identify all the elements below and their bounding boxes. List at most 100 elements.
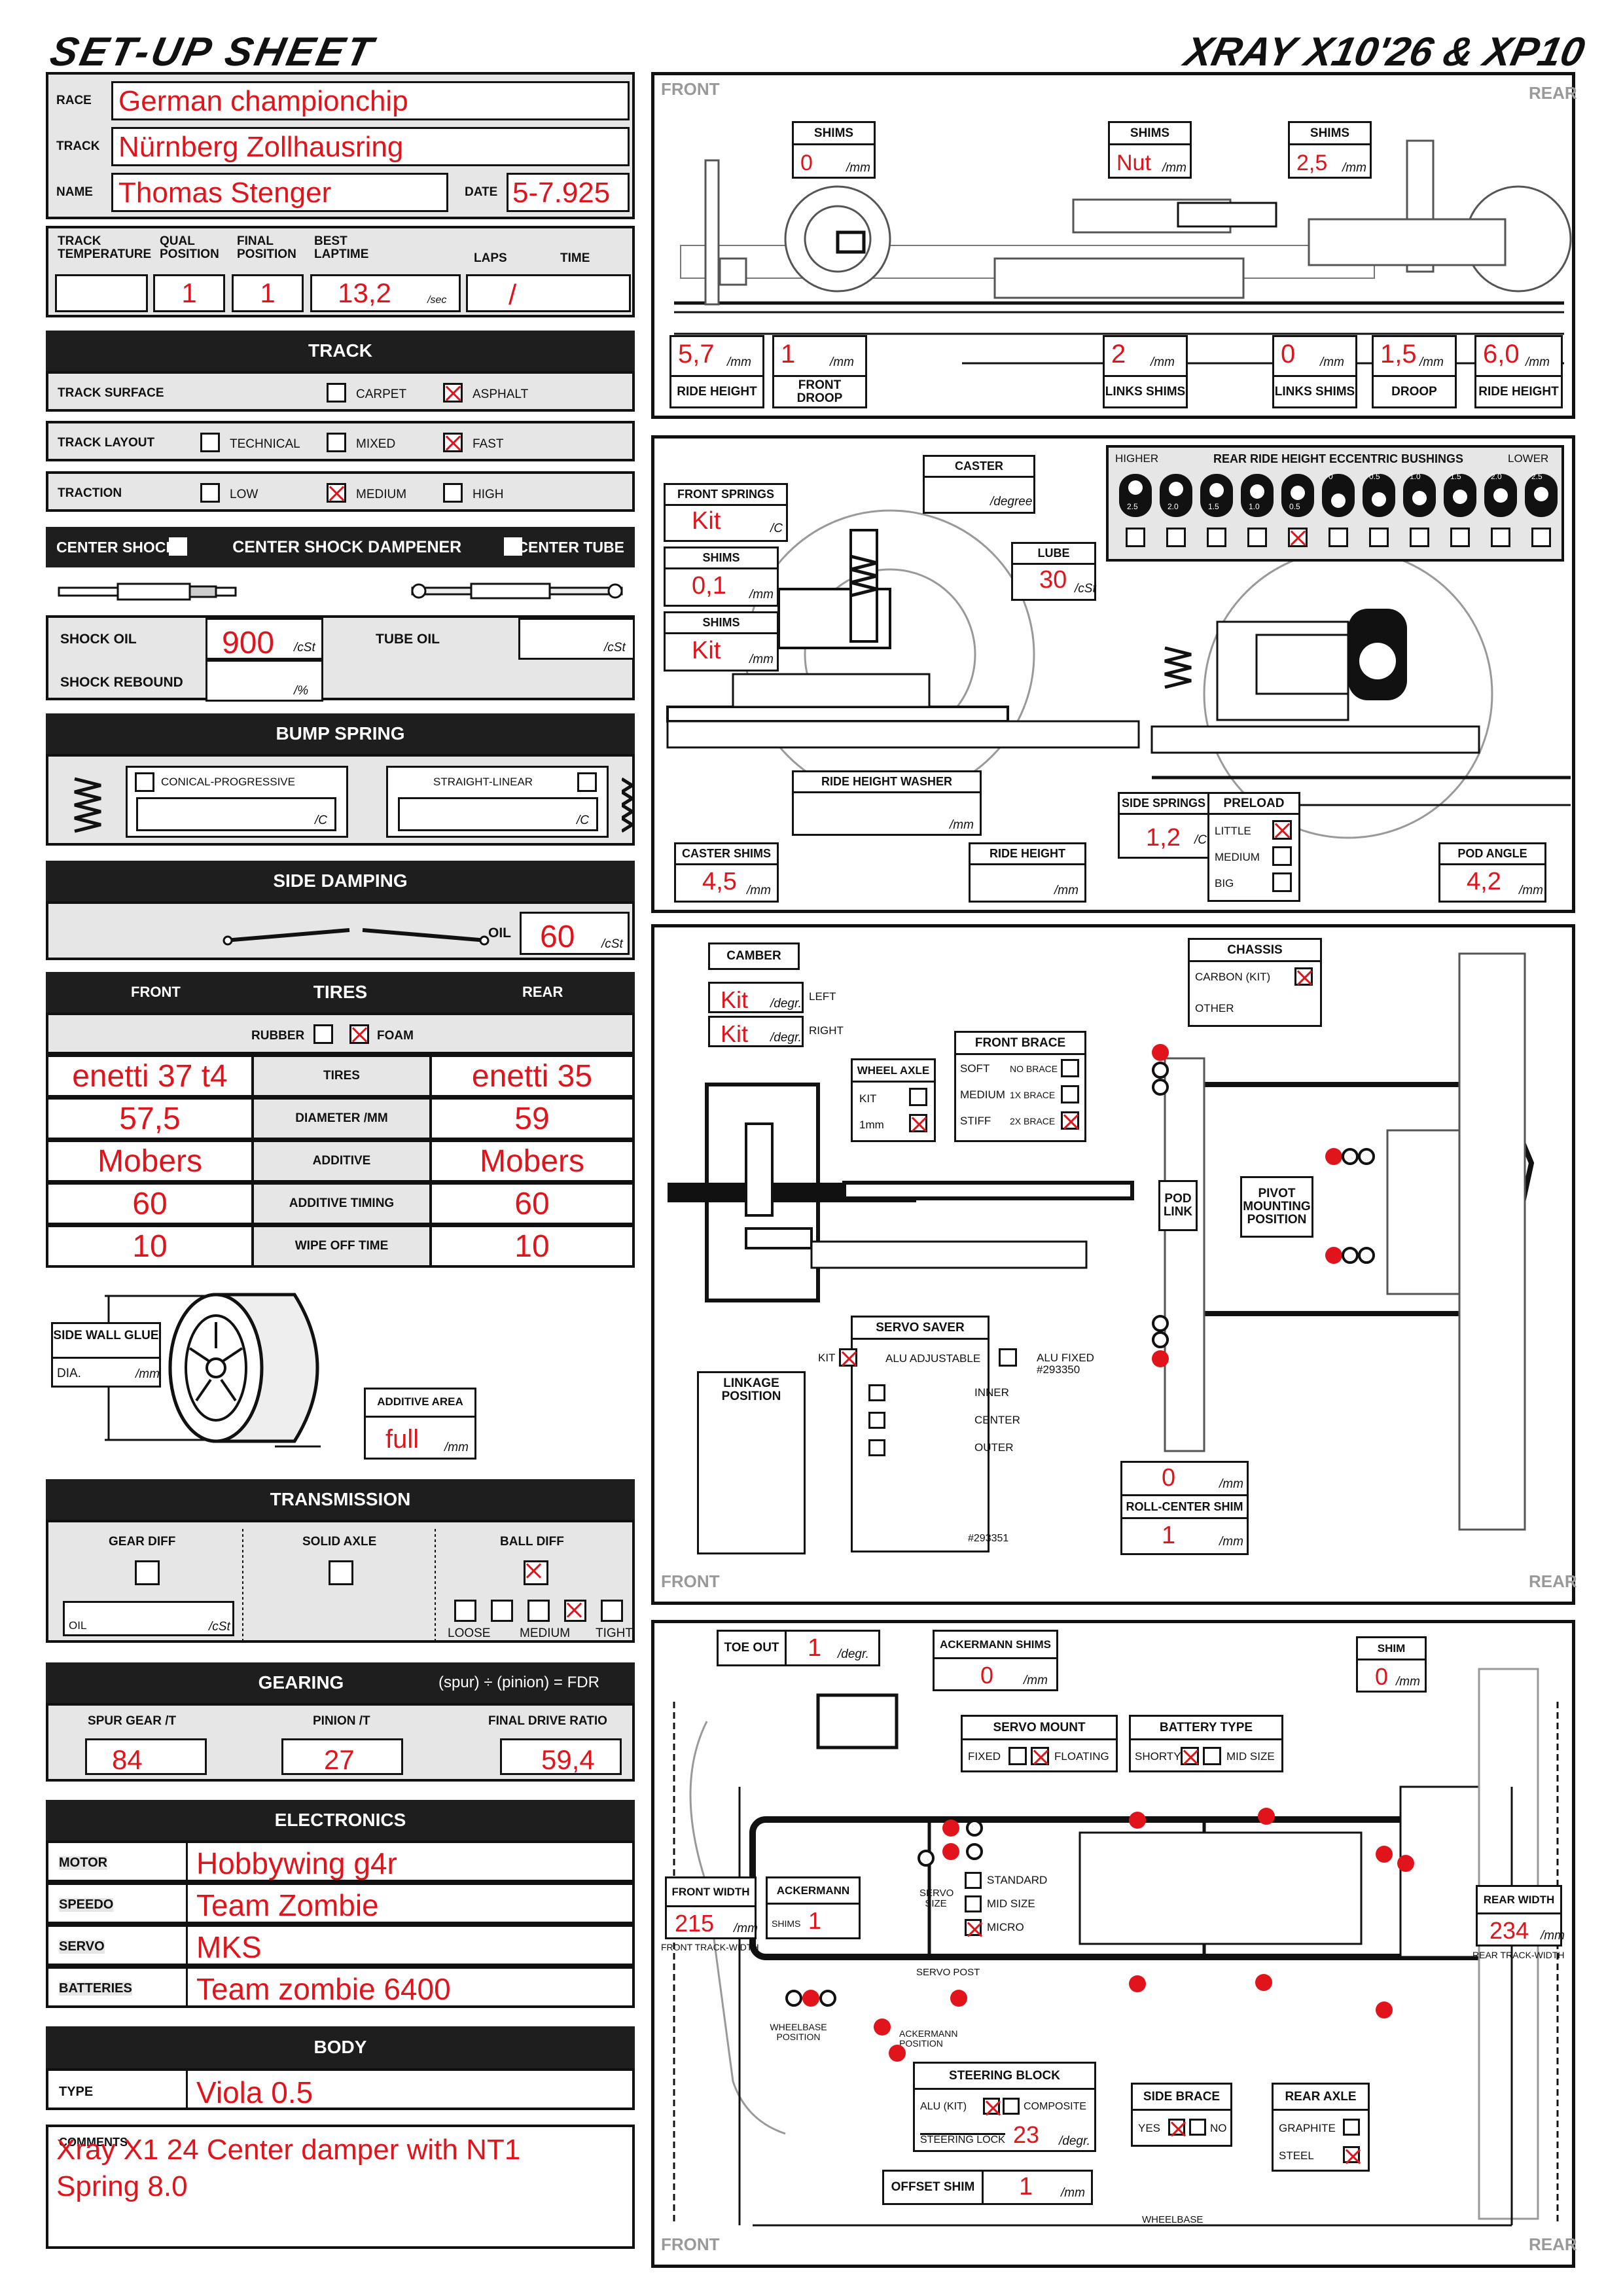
comments-box[interactable]: COMMENTS Xray X1 24 Center damper with N… xyxy=(46,2125,635,2249)
foam-checkbox[interactable] xyxy=(349,1024,369,1044)
electronics-value[interactable]: Hobbywing g4r xyxy=(196,1846,397,1880)
electronics-value[interactable]: Team zombie 6400 xyxy=(196,1972,451,2006)
tire-front-value[interactable]: enetti 37 t4 xyxy=(72,1058,228,1094)
solid-axle-checkbox[interactable] xyxy=(329,1560,353,1585)
mount-dot[interactable] xyxy=(1376,1846,1393,1863)
mount-dot[interactable] xyxy=(950,1990,967,2007)
diff-oil-field[interactable]: OIL/cSt xyxy=(63,1601,234,1636)
center-checkbox[interactable] xyxy=(868,1412,885,1429)
track-field[interactable]: Nürnberg Zollhausring xyxy=(111,127,630,166)
track-temp-field[interactable] xyxy=(55,274,148,312)
mount-dot[interactable] xyxy=(942,1820,959,1837)
carpet-checkbox[interactable] xyxy=(327,383,346,403)
mount-dot[interactable] xyxy=(1376,2001,1393,2018)
standard-servo-checkbox[interactable] xyxy=(965,1872,982,1889)
bushing-checkbox[interactable] xyxy=(1166,528,1186,547)
final-field[interactable]: 1 xyxy=(232,274,304,312)
kit-axle-checkbox[interactable] xyxy=(909,1088,927,1106)
mount-dot[interactable] xyxy=(1325,1247,1342,1264)
tire-rear-value[interactable]: 60 xyxy=(514,1186,550,1221)
conical-checkbox[interactable] xyxy=(135,772,154,792)
floating-checkbox[interactable] xyxy=(1031,1747,1049,1765)
no-checkbox[interactable] xyxy=(1189,2119,1206,2136)
mount-dot[interactable] xyxy=(1325,1148,1342,1165)
low-checkbox[interactable] xyxy=(200,483,220,503)
tube-oil-field[interactable]: /cSt xyxy=(518,618,635,660)
ball-diff-checkbox[interactable] xyxy=(524,1560,548,1585)
fdr-field[interactable]: 59,4 xyxy=(500,1738,622,1775)
graphite-checkbox[interactable] xyxy=(1343,2119,1360,2136)
little-checkbox[interactable] xyxy=(1272,820,1292,840)
diff-step-3-checkbox[interactable] xyxy=(527,1600,550,1622)
ss-kit-checkbox[interactable] xyxy=(839,1348,857,1367)
medium-preload-checkbox[interactable] xyxy=(1272,846,1292,866)
name-field[interactable]: Thomas Stenger xyxy=(111,173,448,212)
mid-size-battery-checkbox[interactable] xyxy=(1203,1747,1221,1765)
tight-checkbox[interactable] xyxy=(601,1600,623,1622)
tire-rear-value[interactable]: Mobers xyxy=(479,1143,585,1179)
tire-front-value[interactable]: 10 xyxy=(132,1229,168,1264)
fixed-checkbox[interactable] xyxy=(1008,1747,1027,1765)
tire-rear-value[interactable]: 10 xyxy=(514,1229,550,1264)
date-field[interactable]: 5-7.925 xyxy=(507,173,630,212)
inner-checkbox[interactable] xyxy=(868,1384,885,1401)
gear-diff-checkbox[interactable] xyxy=(135,1560,160,1585)
carbon-checkbox[interactable] xyxy=(1294,967,1313,986)
bushing-checkbox[interactable] xyxy=(1126,528,1145,547)
bushing-checkbox[interactable] xyxy=(1369,528,1389,547)
spur-field[interactable]: 84 xyxy=(85,1738,207,1775)
mount-dot[interactable] xyxy=(1397,1855,1414,1872)
rubber-checkbox[interactable] xyxy=(313,1024,333,1044)
alu-fixed-checkbox[interactable] xyxy=(999,1348,1017,1367)
best-field[interactable]: 13,2/sec xyxy=(310,274,461,312)
laps-time-field[interactable]: / xyxy=(466,274,631,312)
composite-checkbox[interactable] xyxy=(1003,2098,1020,2115)
tire-rear-value[interactable]: enetti 35 xyxy=(471,1058,593,1094)
mixed-checkbox[interactable] xyxy=(327,433,346,452)
pinion-field[interactable]: 27 xyxy=(281,1738,403,1775)
big-checkbox[interactable] xyxy=(1272,872,1292,892)
diff-step-4-checkbox[interactable] xyxy=(564,1600,586,1622)
bushing-checkbox[interactable] xyxy=(1450,528,1470,547)
micro-servo-checkbox[interactable] xyxy=(965,1919,982,1936)
bushing-checkbox[interactable] xyxy=(1288,528,1308,547)
mount-dot[interactable] xyxy=(1255,1974,1272,1991)
mount-dot[interactable] xyxy=(802,1990,819,2007)
medium-traction-checkbox[interactable] xyxy=(327,483,346,503)
technical-checkbox[interactable] xyxy=(200,433,220,452)
soft-brace-checkbox[interactable] xyxy=(1061,1059,1079,1077)
bushing-checkbox[interactable] xyxy=(1247,528,1267,547)
electronics-value[interactable]: Team Zombie xyxy=(196,1888,379,1922)
bushing-checkbox[interactable] xyxy=(1329,528,1348,547)
shorty-checkbox[interactable] xyxy=(1181,1747,1199,1765)
bushing-checkbox[interactable] xyxy=(1410,528,1429,547)
yes-checkbox[interactable] xyxy=(1168,2119,1185,2136)
stiff-brace-checkbox[interactable] xyxy=(1061,1111,1079,1130)
alu-kit-checkbox[interactable] xyxy=(983,2098,1000,2115)
conical-field[interactable]: /C xyxy=(136,797,336,831)
medium-brace-checkbox[interactable] xyxy=(1061,1085,1079,1103)
bushing-checkbox[interactable] xyxy=(1531,528,1551,547)
straight-field[interactable]: /C xyxy=(398,797,598,831)
steel-checkbox[interactable] xyxy=(1343,2146,1360,2163)
